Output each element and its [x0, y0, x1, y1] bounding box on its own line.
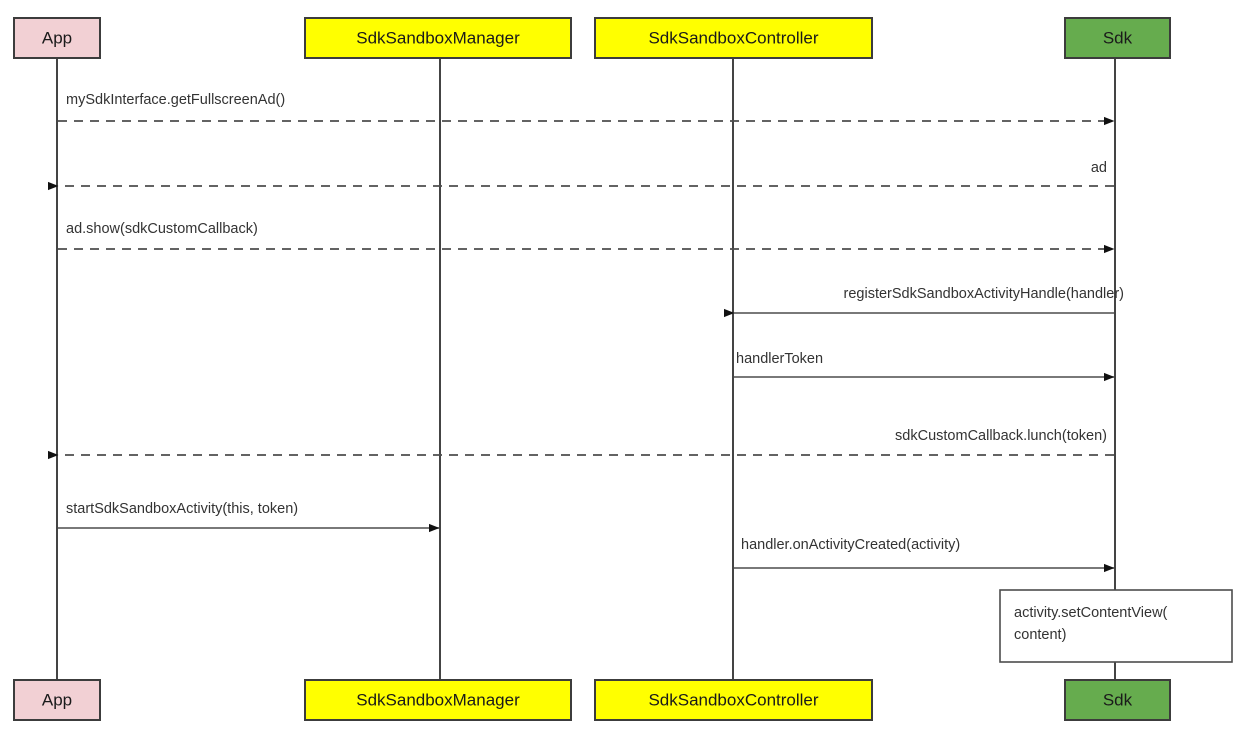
participant-app-bottom[interactable]: App — [13, 679, 101, 721]
message-label-2: ad.show(sdkCustomCallback) — [66, 221, 258, 237]
participant-sdk-top[interactable]: Sdk — [1064, 17, 1171, 59]
participant-label-sdk: Sdk — [1103, 690, 1133, 709]
messages-layer: mySdkInterface.getFullscreenAd() ad ad.sho… — [48, 92, 1124, 573]
participant-label-controller: SdkSandboxController — [648, 28, 818, 47]
message-label-7: handler.onActivityCreated(activity) — [741, 537, 960, 553]
note-line-0: activity.setContentView( — [1014, 605, 1168, 621]
note-set-content-view-note[interactable]: activity.setContentView( content) — [999, 589, 1233, 663]
message-7-controller-to-sdk[interactable]: handler.onActivityCreated(activity) — [734, 537, 1115, 573]
participant-box-controller[interactable] — [594, 17, 873, 59]
message-label-1: ad — [1091, 160, 1107, 176]
participant-box-controller[interactable] — [594, 679, 873, 721]
participant-box-sdk[interactable] — [1064, 679, 1171, 721]
participant-box-sdk[interactable] — [1064, 17, 1171, 59]
participant-controller-bottom[interactable]: SdkSandboxController — [594, 679, 873, 721]
message-2-app-to-sdk[interactable]: ad.show(sdkCustomCallback) — [58, 221, 1115, 254]
participant-label-app: App — [42, 28, 72, 47]
participant-label-sdk: Sdk — [1103, 28, 1133, 47]
message-1-sdk-to-app[interactable]: ad — [48, 160, 1114, 191]
message-6-app-to-manager[interactable]: startSdkSandboxActivity(this, token) — [58, 501, 440, 533]
participant-manager-bottom[interactable]: SdkSandboxManager — [304, 679, 572, 721]
participant-label-controller: SdkSandboxController — [648, 690, 818, 709]
lifelines-layer — [56, 58, 1116, 680]
message-label-3: registerSdkSandboxActivityHandle(handler… — [844, 286, 1124, 302]
participant-app-top[interactable]: App — [13, 17, 101, 59]
notes-layer: activity.setContentView( content) — [999, 589, 1233, 663]
message-label-0: mySdkInterface.getFullscreenAd() — [66, 92, 285, 108]
participant-box-manager[interactable] — [304, 679, 572, 721]
message-label-6: startSdkSandboxActivity(this, token) — [66, 501, 298, 517]
participant-box-app[interactable] — [13, 17, 101, 59]
message-0-app-to-sdk[interactable]: mySdkInterface.getFullscreenAd() — [58, 92, 1115, 126]
participant-box-app[interactable] — [13, 679, 101, 721]
participant-box-manager[interactable] — [304, 17, 572, 59]
message-3-sdk-to-controller[interactable]: registerSdkSandboxActivityHandle(handler… — [724, 286, 1124, 318]
message-5-sdk-to-app[interactable]: sdkCustomCallback.lunch(token) — [48, 428, 1114, 460]
participant-manager-top[interactable]: SdkSandboxManager — [304, 17, 572, 59]
participant-sdk-bottom[interactable]: Sdk — [1064, 679, 1171, 721]
participant-controller-top[interactable]: SdkSandboxController — [594, 17, 873, 59]
participants-layer: AppAppSdkSandboxManagerSdkSandboxManager… — [13, 17, 1171, 721]
message-4-controller-to-sdk[interactable]: handlerToken — [734, 351, 1115, 382]
message-label-4: handlerToken — [736, 351, 823, 367]
note-box-set-content-view-note[interactable] — [999, 589, 1233, 663]
message-label-5: sdkCustomCallback.lunch(token) — [895, 428, 1107, 444]
participant-label-manager: SdkSandboxManager — [356, 690, 520, 709]
participant-label-app: App — [42, 690, 72, 709]
participant-label-manager: SdkSandboxManager — [356, 28, 520, 47]
note-line-1: content) — [1014, 627, 1066, 643]
